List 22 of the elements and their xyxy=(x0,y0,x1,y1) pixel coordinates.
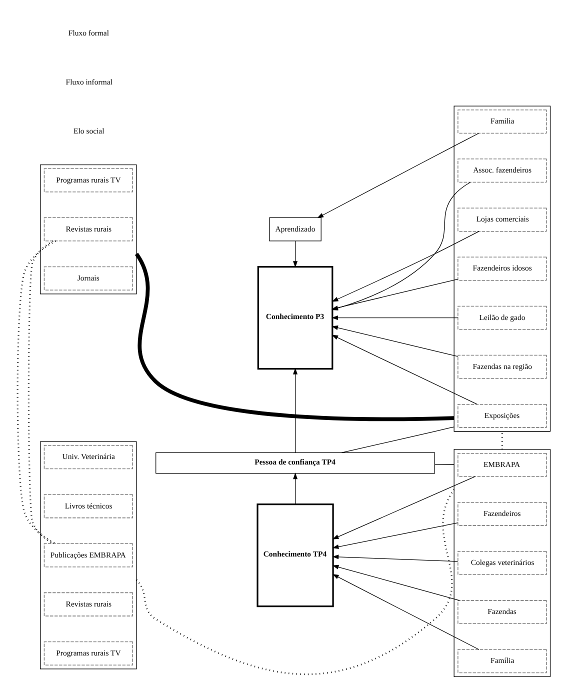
arrow xyxy=(332,326,458,357)
arrow xyxy=(332,554,458,562)
connector xyxy=(434,464,454,465)
connector xyxy=(341,426,454,453)
arrow xyxy=(332,564,460,601)
cluster xyxy=(454,106,551,432)
cluster xyxy=(454,449,551,677)
arrow xyxy=(332,230,480,302)
connector xyxy=(136,489,455,675)
arrow xyxy=(331,316,458,320)
cluster xyxy=(40,441,137,670)
arrow xyxy=(293,368,298,453)
arrow xyxy=(332,334,478,404)
cluster xyxy=(40,164,137,294)
arrow xyxy=(332,522,458,549)
connector xyxy=(16,240,56,544)
arrow xyxy=(293,240,298,268)
arrow xyxy=(332,574,480,650)
connector xyxy=(134,252,454,422)
arrow xyxy=(293,472,298,505)
arrow xyxy=(317,132,480,218)
arrow xyxy=(332,476,476,540)
